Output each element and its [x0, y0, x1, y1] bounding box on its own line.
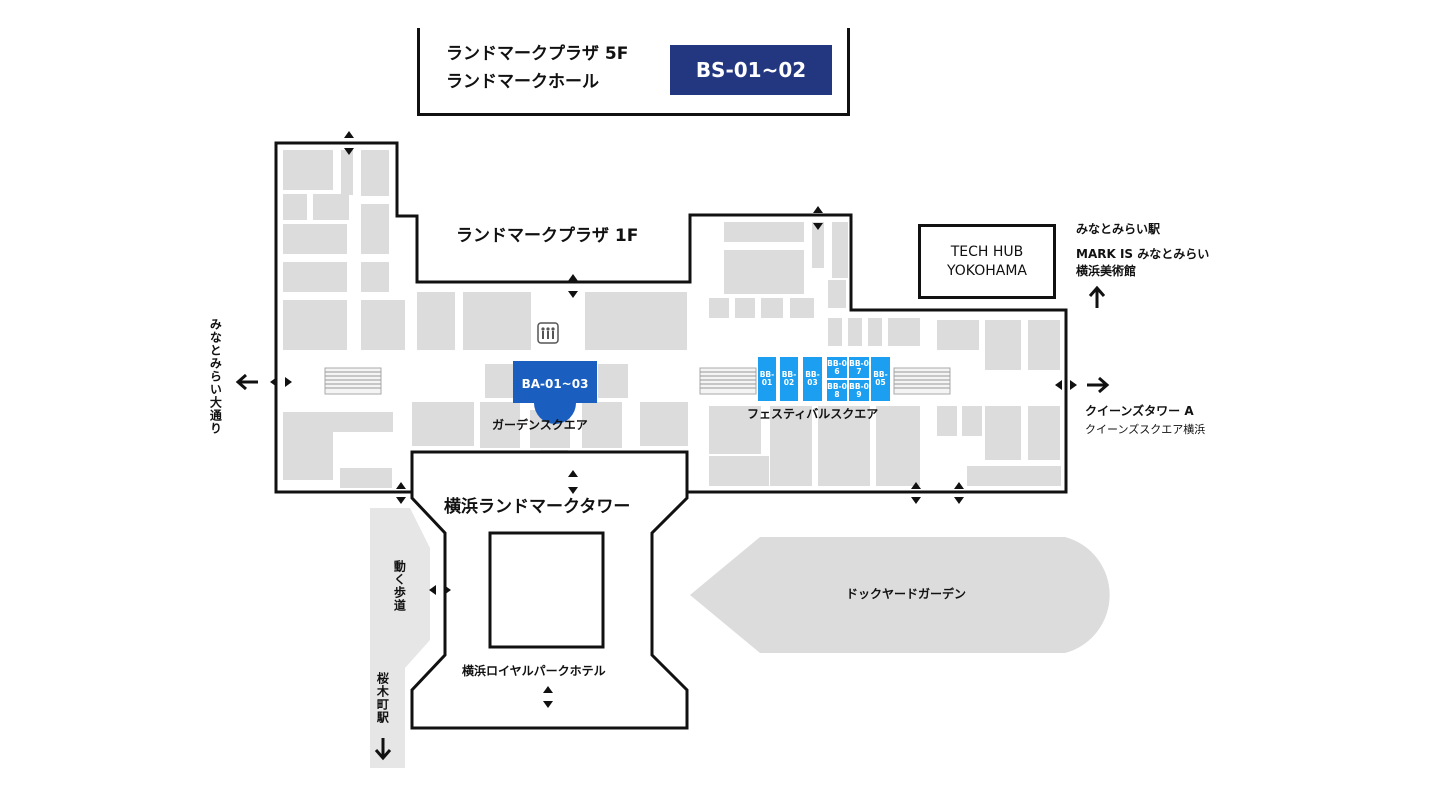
- dest-mark-is: MARK IS みなとみらい: [1076, 247, 1210, 261]
- dest-art-museum: 横浜美術館: [1076, 264, 1137, 278]
- plaza-1f-label: ランドマークプラザ 1F: [456, 226, 639, 246]
- booth-ba-label[interactable]: BA-01~03: [521, 377, 589, 391]
- booth-bb-08[interactable]: BB-08: [827, 381, 847, 399]
- moving-walkway-label: 動く歩道: [392, 560, 407, 612]
- moving-walkway: [370, 508, 430, 768]
- shop-blocks: [283, 150, 1061, 488]
- arrow-down-icon: [374, 738, 392, 761]
- tech-hub-yokohama[interactable]: TECH HUB YOKOHAMA: [918, 224, 1056, 299]
- booth-ba-01-03[interactable]: [513, 361, 597, 424]
- sakuragicho-station-label: 桜木町駅: [375, 672, 390, 724]
- dest-queens-tower: クイーンズタワー A: [1085, 404, 1194, 418]
- dest-minatomirai-station: みなとみらい駅: [1076, 222, 1161, 236]
- plaza-5f-label: ランドマークプラザ 5F: [446, 44, 629, 64]
- booth-bb-02[interactable]: BB-02: [781, 370, 797, 387]
- booth-bb-03[interactable]: BB-03: [805, 370, 820, 387]
- tech-hub-line2: YOKOHAMA: [946, 262, 1027, 279]
- landmark-tower-label: 横浜ランドマークタワー: [444, 497, 631, 517]
- festival-square-label: フェスティバルスクエア: [747, 407, 879, 421]
- arrow-right-icon: [1087, 376, 1110, 394]
- minatomirai-avenue-label: みなとみらい大通り: [208, 318, 223, 435]
- festival-booth-shapes: [758, 357, 890, 401]
- booth-bb-01[interactable]: BB-01: [759, 370, 775, 387]
- dockyard-garden-label: ドックヤードガーデン: [846, 587, 967, 601]
- garden-square-label: ガーデンスクエア: [492, 418, 588, 432]
- tower-core: [488, 531, 605, 649]
- dest-queens-square: クイーンズスクエア横浜: [1085, 423, 1206, 436]
- booth-bb-05[interactable]: BB-05: [873, 370, 888, 387]
- booth-bb-09[interactable]: BB-09: [849, 381, 869, 399]
- elevator-icon: [537, 322, 559, 344]
- passage-markers: [270, 131, 1077, 708]
- arrow-up-icon: [1088, 285, 1106, 308]
- hotel-label: 横浜ロイヤルパークホテル: [462, 664, 606, 678]
- booth-bs-01-02[interactable]: BS-01~02: [670, 45, 832, 95]
- booth-bb-07[interactable]: BB-07: [849, 358, 869, 376]
- arrow-left-icon: [235, 373, 258, 391]
- booth-bb-06[interactable]: BB-06: [827, 358, 847, 376]
- dockyard-garden: [690, 537, 1110, 653]
- tech-hub-line1: TECH HUB: [950, 244, 1024, 261]
- landmark-hall-label: ランドマークホール: [446, 72, 599, 92]
